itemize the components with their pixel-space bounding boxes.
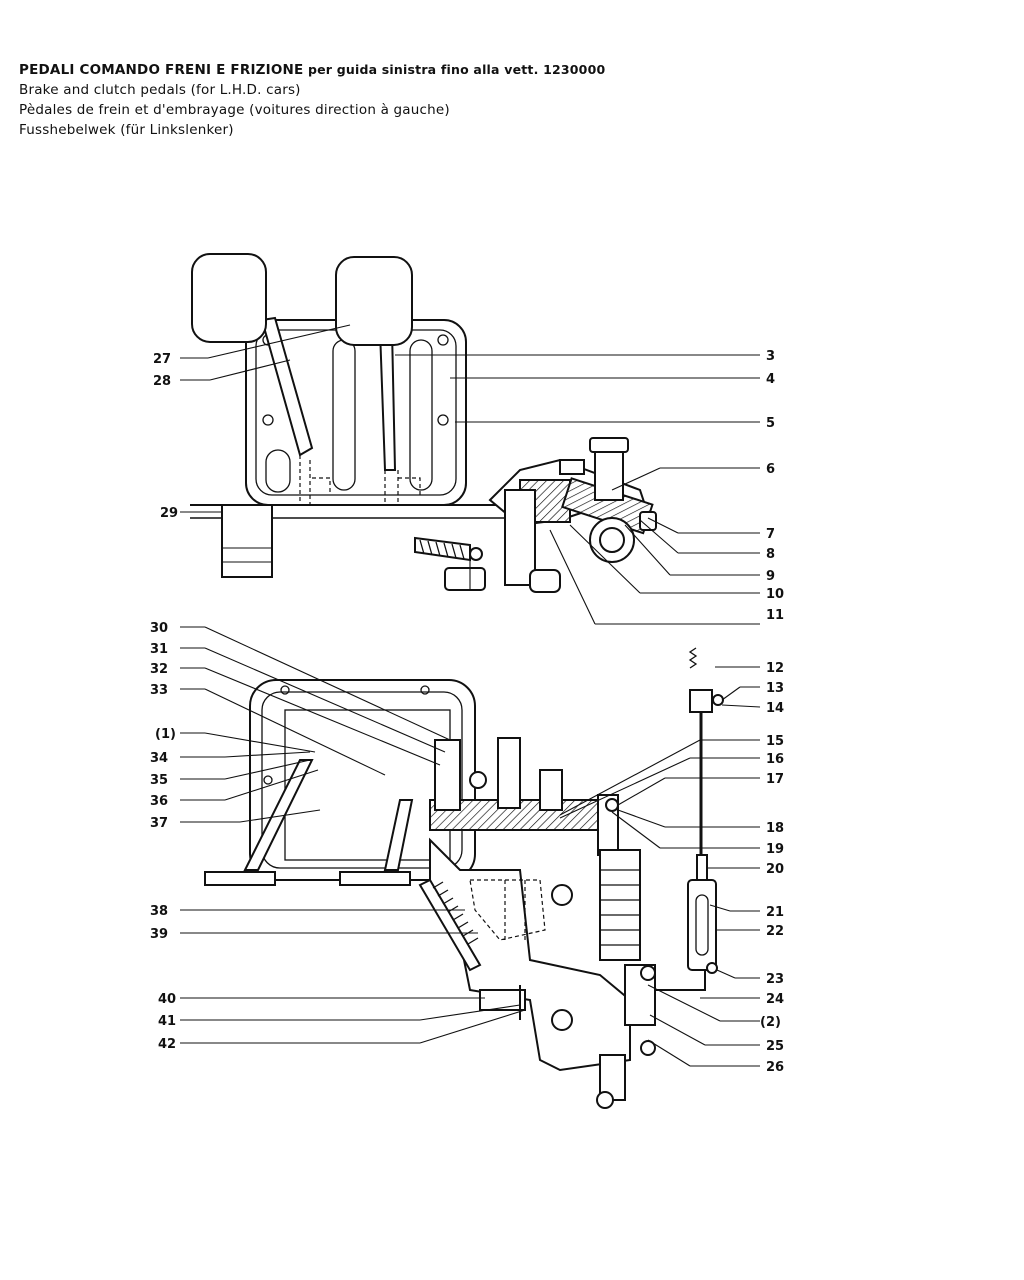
subtitle-english: Brake and clutch pedals (for L.H.D. cars…	[19, 82, 301, 98]
callout-31: 31	[150, 642, 168, 657]
callout-20: 20	[766, 862, 784, 877]
callout-27: 27	[153, 352, 171, 367]
clutch-pad-side	[204, 871, 276, 886]
callout-26: 26	[766, 1060, 784, 1075]
rod-fork-upper	[689, 689, 713, 713]
callout-37: 37	[150, 816, 168, 831]
floor-support	[221, 504, 273, 578]
callout-32: 32	[150, 662, 168, 677]
callout-4: 4	[766, 372, 775, 387]
callout-24: 24	[766, 992, 784, 1007]
callout-8: 8	[766, 547, 775, 562]
lower-return-spring	[418, 878, 482, 972]
pedal-pivot-body	[504, 489, 536, 586]
callout-15: 15	[766, 734, 784, 749]
title-rest: per guida sinistra fino alla vett. 12300…	[307, 62, 606, 77]
diagram-title: PEDALI COMANDO FRENI E FRIZIONE per guid…	[19, 62, 605, 78]
callout-2-paren: (2)	[760, 1015, 781, 1030]
callout-42: 42	[158, 1037, 176, 1052]
callout-38: 38	[150, 904, 168, 919]
callout-6: 6	[766, 462, 775, 477]
callout-39: 39	[150, 927, 168, 942]
callout-36: 36	[150, 794, 168, 809]
callout-labels: 3 4 5 6 7 8 9 10 11 12 13 14 15 16 17 18…	[150, 349, 784, 1075]
top-assembly-drawing	[190, 253, 657, 593]
callout-7: 7	[766, 527, 775, 542]
callout-11: 11	[766, 608, 784, 623]
title-bold: PEDALI COMANDO FRENI E FRIZIONE	[19, 62, 304, 78]
callout-29: 29	[160, 506, 178, 521]
callout-41: 41	[158, 1014, 176, 1029]
clutch-pedal-arm	[260, 316, 314, 457]
callout-19: 19	[766, 842, 784, 857]
rod-clevis-lower	[687, 879, 717, 971]
callout-10: 10	[766, 587, 784, 602]
callout-28: 28	[153, 374, 171, 389]
subtitle-french: Pèdales de frein et d'embrayage (voiture…	[19, 102, 450, 118]
callout-14: 14	[766, 701, 784, 716]
callout-9: 9	[766, 569, 775, 584]
callout-13: 13	[766, 681, 784, 696]
brake-pad-side	[339, 871, 411, 886]
callout-5: 5	[766, 416, 775, 431]
callout-22: 22	[766, 924, 784, 939]
callout-18: 18	[766, 821, 784, 836]
clutch-arm-side	[243, 759, 314, 871]
callout-12: 12	[766, 661, 784, 676]
callout-34: 34	[150, 751, 168, 766]
callout-3: 3	[766, 349, 775, 364]
clutch-pedal-pad	[191, 253, 267, 343]
callout-1-paren: (1)	[155, 727, 176, 742]
callout-33: 33	[150, 683, 168, 698]
callout-40: 40	[158, 992, 176, 1007]
callout-17: 17	[766, 772, 784, 787]
brake-pedal-pad	[335, 256, 413, 346]
subtitle-german: Fusshebelwek (für Linkslenker)	[19, 122, 234, 138]
callout-21: 21	[766, 905, 784, 920]
callout-25: 25	[766, 1039, 784, 1054]
master-cylinder-boot	[599, 849, 641, 961]
callout-23: 23	[766, 972, 784, 987]
callout-35: 35	[150, 773, 168, 788]
callout-30: 30	[150, 621, 168, 636]
bottom-assembly-drawing	[204, 647, 724, 1109]
callout-16: 16	[766, 752, 784, 767]
leader-lines	[180, 324, 761, 1067]
brake-arm-side	[383, 799, 414, 871]
